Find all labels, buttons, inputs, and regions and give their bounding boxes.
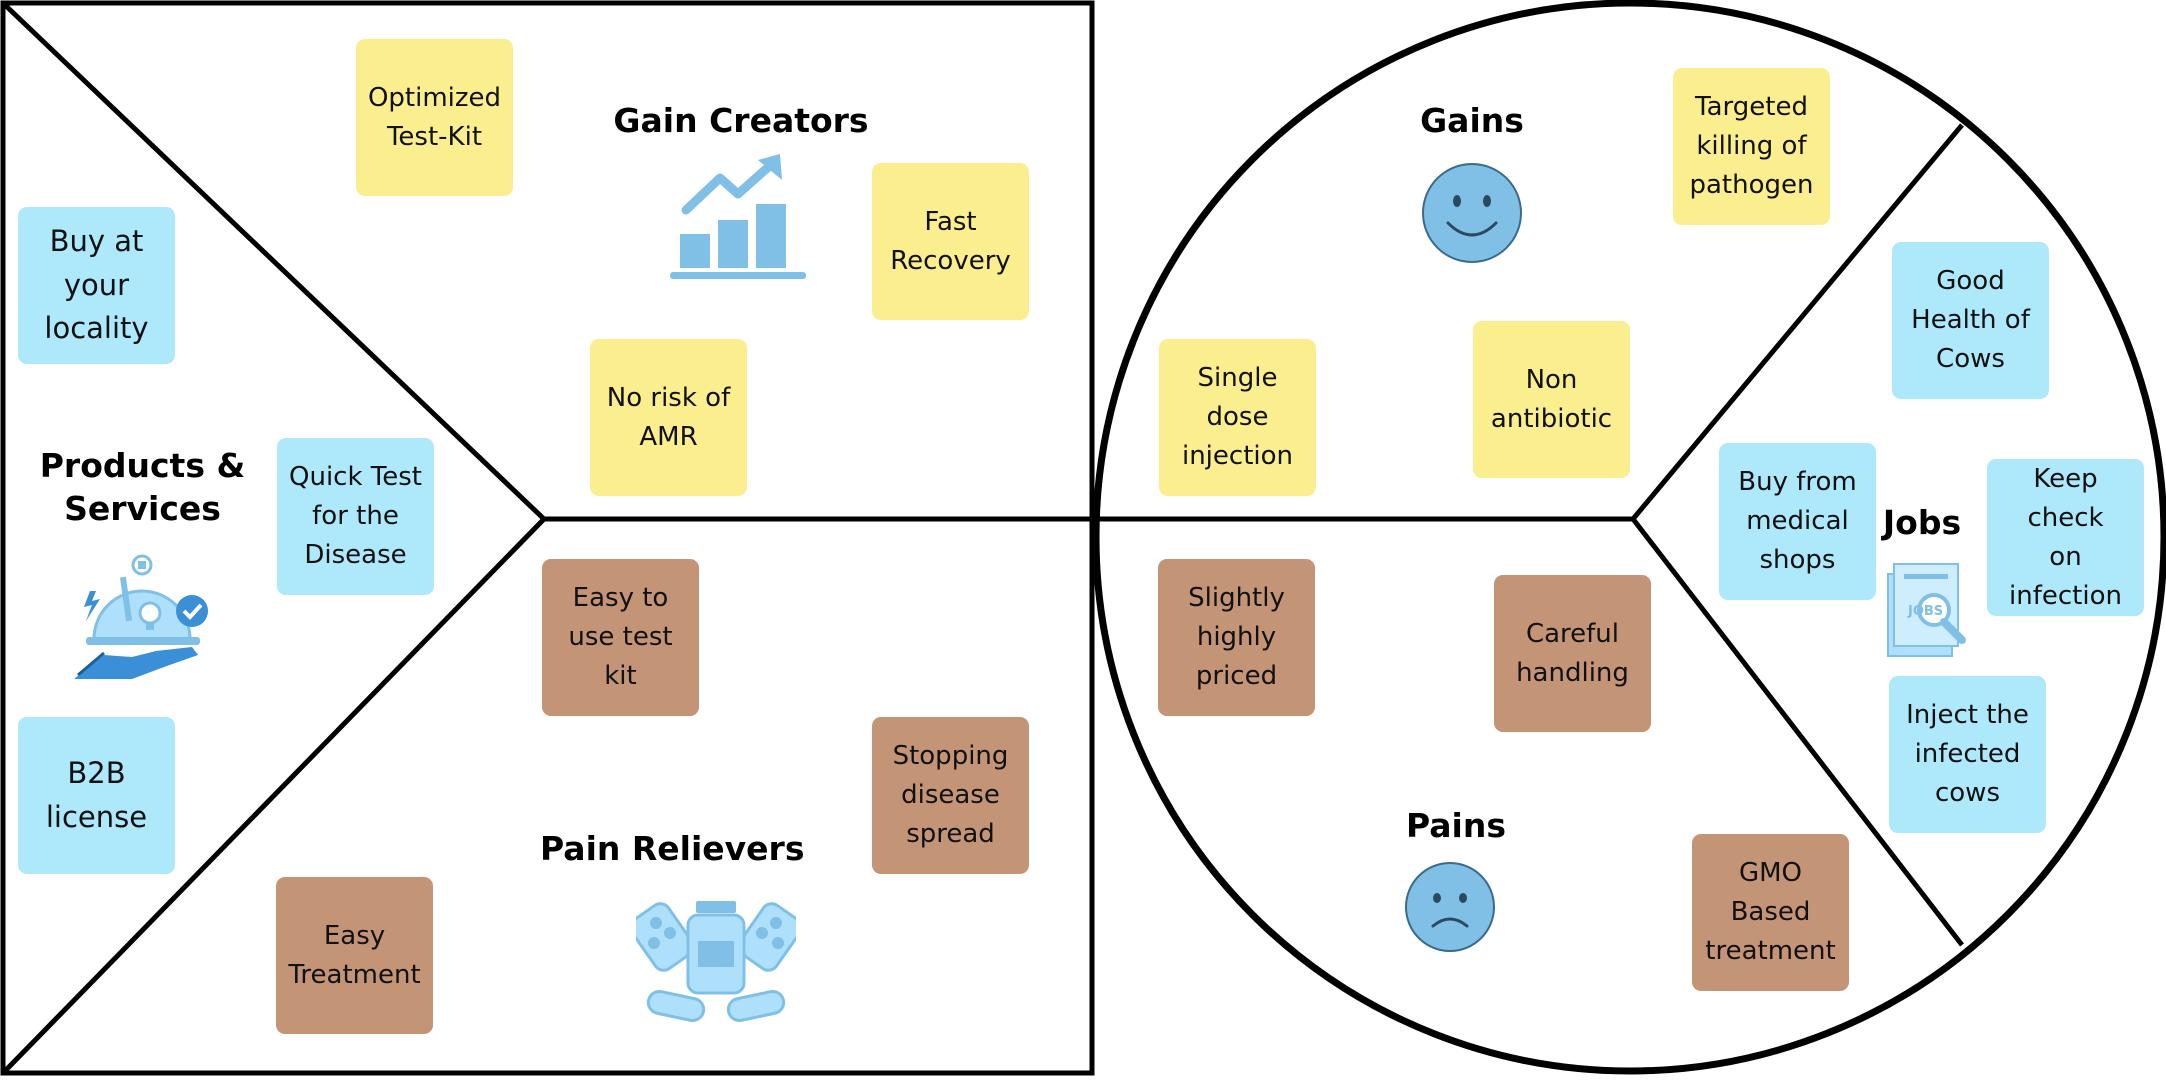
sticky-note-buy-from-medical-shops: Buy from medical shops — [1719, 443, 1876, 600]
pains-title: Pains — [1405, 806, 1506, 845]
sticky-note-easy-treatment: Easy Treatment — [276, 877, 433, 1034]
customer-divider-upper — [1631, 123, 1964, 521]
sticky-note-careful-handling: Careful handling — [1494, 575, 1651, 732]
sticky-note-stopping-disease-spread: Stopping disease spread — [872, 717, 1029, 874]
sticky-note-targeted-killing: Targeted killing of pathogen — [1673, 68, 1830, 225]
gain-creators-title: Gain Creators — [613, 101, 869, 140]
products-services-title: Products & Services — [39, 446, 246, 528]
sticky-note-b2b-license: B2B license — [18, 717, 175, 874]
sticky-note-good-health-of-cows: Good Health of Cows — [1892, 242, 2049, 399]
service-tray-icon — [74, 554, 208, 679]
sticky-note-keep-check-on-infection: Keep check on infection — [1987, 459, 2144, 616]
gains-title: Gains — [1420, 101, 1524, 140]
sticky-note-non-antibiotic: Non antibiotic — [1473, 321, 1630, 478]
sticky-note-fast-recovery: Fast Recovery — [872, 163, 1029, 320]
sad-face-icon — [1405, 862, 1495, 952]
sticky-note-buy-at-your-locality: Buy at your locality — [18, 207, 175, 364]
svg-text:JOBS: JOBS — [1907, 604, 1943, 619]
jobs-title: Jobs — [1882, 503, 1962, 542]
customer-circle-border — [1092, 0, 2166, 1075]
sticky-note-optimized-test-kit: Optimized Test-Kit — [356, 39, 513, 196]
jobs-document-icon: JOBS — [1887, 563, 1966, 657]
sticky-note-no-risk-of-amr: No risk of AMR — [590, 339, 747, 496]
product-divider-lower — [3, 517, 546, 1073]
medicine-icon — [636, 901, 796, 1023]
pain-relievers-title: Pain Relievers — [540, 829, 805, 868]
sticky-note-inject-infected-cows: Inject the infected cows — [1889, 676, 2046, 833]
smiley-face-icon — [1422, 163, 1522, 263]
sticky-note-quick-test: Quick Test for the Disease — [277, 438, 434, 595]
sticky-note-easy-to-use-test-kit: Easy to use test kit — [542, 559, 699, 716]
sticky-note-single-dose-injection: Single dose injection — [1159, 339, 1316, 496]
growth-chart-icon — [670, 154, 806, 279]
sticky-note-slightly-highly-priced: Slightly highly priced — [1158, 559, 1315, 716]
product-divider-upper — [3, 3, 546, 521]
customer-divider-lower — [1631, 517, 1964, 947]
product-square-border — [0, 0, 1095, 1076]
sticky-note-gmo-based-treatment: GMO Based treatment — [1692, 834, 1849, 991]
